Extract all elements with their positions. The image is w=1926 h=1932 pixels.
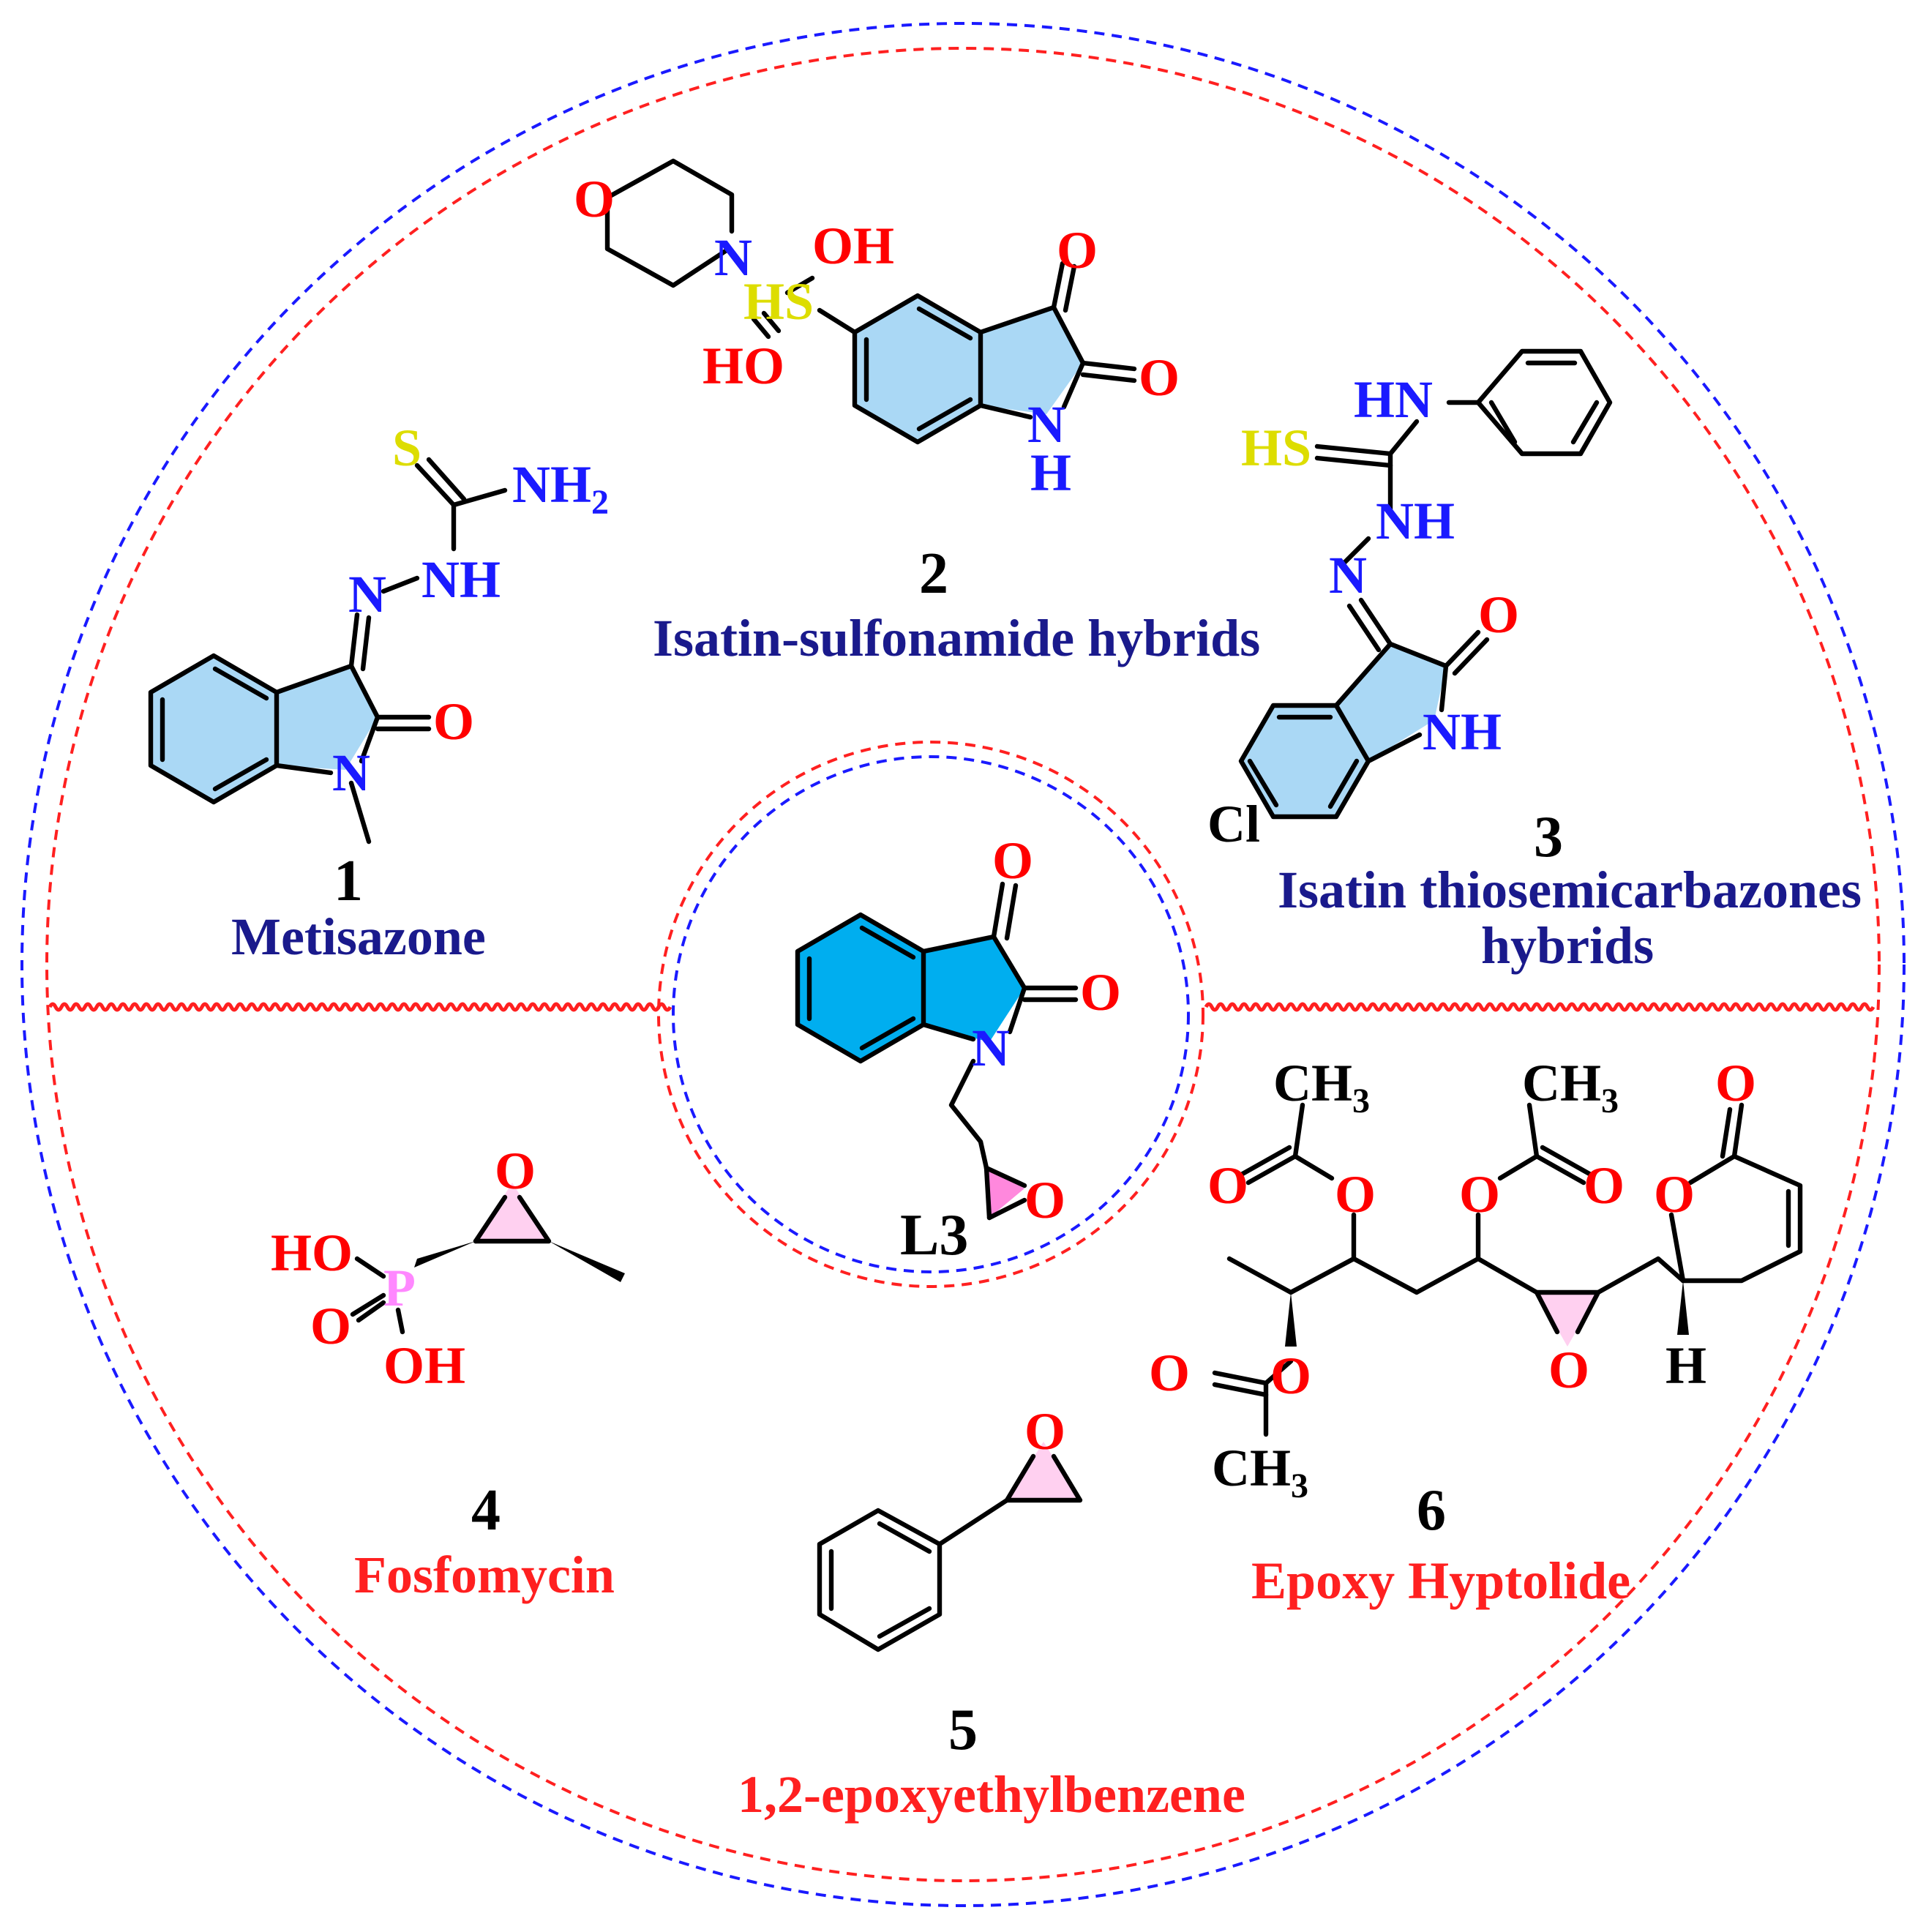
- c2-morpholine-n: N: [714, 228, 752, 287]
- c4-wedge-left: [414, 1241, 476, 1268]
- c4-ho: HO: [271, 1224, 353, 1282]
- compound-2-isatin-sulfonamide: O N HS OH HO O O N H 2 Isatin-sulfonamid…: [574, 158, 1260, 667]
- c3-chlorine: Cl: [1207, 795, 1260, 853]
- c2-ring-n: N: [1027, 395, 1065, 454]
- c5-name: 1,2-epoxyethylbenzene: [738, 1765, 1245, 1824]
- c2-morpholine-o: O: [574, 170, 615, 228]
- c5-number: 5: [948, 1698, 978, 1762]
- c4-wedge-right: [549, 1241, 625, 1282]
- center-molecule-l3: O O N O L3: [795, 831, 1121, 1268]
- c3-hn: HN: [1354, 370, 1433, 429]
- c6-name: Epoxy Hyptolide: [1251, 1551, 1630, 1610]
- c4-name: Fosfomycin: [354, 1546, 615, 1604]
- c1-sulfur: S: [392, 419, 421, 477]
- compound-5-epoxyethylbenzene: O 5 1,2-epoxyethylbenzene: [738, 1402, 1245, 1824]
- l3-oxygen-right: O: [1080, 963, 1121, 1022]
- c3-nh: NH: [1376, 492, 1455, 550]
- c2-name: Isatin-sulfonamide hybrids: [653, 609, 1260, 667]
- c4-epoxide-fill: [476, 1183, 549, 1241]
- c2-ring-h: H: [1030, 443, 1071, 502]
- c4-oh: OH: [383, 1336, 465, 1395]
- c6-wedge-stereo-right: [1677, 1281, 1689, 1335]
- compound-6-epoxy-hyptolide: CH3 CH3 O O O O O O O H O O CH3 6 Epoxy …: [1149, 1054, 1803, 1610]
- inner-dashed-rings: [657, 741, 1204, 1288]
- c6-h-stereo: H: [1665, 1336, 1706, 1395]
- c5-epoxide-fill: [1007, 1442, 1080, 1500]
- l3-epoxide-fill: [986, 1168, 1024, 1218]
- c6-oxygen-carbonyl-right: O: [1584, 1156, 1625, 1215]
- c4-number: 4: [471, 1478, 501, 1543]
- c3-benzene-fill: [1241, 705, 1368, 817]
- wavy-divider-left: [48, 1002, 672, 1012]
- c1-number: 1: [334, 849, 363, 913]
- outer-ring-blue: [20, 22, 1906, 1907]
- c6-oxygen-carbonyl-bottom: O: [1149, 1344, 1190, 1402]
- inner-ring-blue: [672, 755, 1190, 1273]
- c6-ch3-top-right: CH3: [1522, 1054, 1619, 1120]
- c6-oxygen-lactone-carbonyl: O: [1715, 1054, 1756, 1112]
- c1-benzene-fill: [151, 656, 277, 802]
- inner-ring-red: [657, 741, 1204, 1288]
- c4-phosphorus: P: [383, 1259, 416, 1317]
- c1-imine-n: N: [348, 565, 386, 624]
- c2-benzene-fill: [855, 296, 981, 442]
- c4-oxygen: O: [495, 1142, 536, 1200]
- c3-number: 3: [1534, 805, 1563, 869]
- c3-nh-ring: NH: [1423, 703, 1502, 761]
- c6-ch3-top-left: CH3: [1273, 1054, 1370, 1120]
- c6-ch3-bottom: CH3: [1212, 1439, 1308, 1505]
- l3-label: L3: [900, 1203, 968, 1268]
- l3-nitrogen: N: [972, 1019, 1010, 1077]
- c5-oxygen: O: [1024, 1402, 1065, 1461]
- c6-oxygen-ester-left: O: [1335, 1165, 1376, 1224]
- c3-name-line1: Isatin thiosemicarbazones: [1278, 861, 1862, 919]
- c4-oxygen-double: O: [310, 1297, 351, 1355]
- c3-pyrrole-fill: [1336, 644, 1446, 761]
- outer-dashed-rings: [20, 22, 1906, 1907]
- c3-imine-n: N: [1329, 546, 1367, 604]
- l3-pyrrole-fill: [923, 937, 1024, 1042]
- wavy-divider-right: [1204, 1002, 1876, 1012]
- l3-benzene-fill: [798, 915, 923, 1061]
- c6-oxygen-epoxide: O: [1548, 1341, 1589, 1399]
- c2-ho: HO: [702, 337, 784, 395]
- c1-pyrrole-fill: [277, 666, 378, 770]
- c1-name: Metisazone: [231, 907, 486, 966]
- c6-oxygen-carbonyl-left: O: [1207, 1156, 1248, 1215]
- compound-1-metisazone: S NH2 NH N O N 1 Metisazone: [148, 419, 609, 966]
- c6-oxygen-lactone-ring: O: [1654, 1165, 1695, 1224]
- c1-ring-n: N: [332, 744, 370, 802]
- c3-hs: HS: [1241, 419, 1311, 477]
- c6-wedge-stereo-left: [1285, 1292, 1297, 1347]
- c3-name-line2: hybrids: [1481, 916, 1654, 975]
- c2-number: 2: [919, 542, 948, 606]
- c2-oh: OH: [812, 217, 894, 275]
- outer-ring-red: [45, 47, 1881, 1882]
- c1-nh: NH: [421, 550, 501, 609]
- c1-nh2: NH2: [512, 455, 609, 522]
- c6-oxygen-ester-right: O: [1459, 1165, 1500, 1224]
- c2-oxygen-right: O: [1139, 348, 1180, 407]
- l3-epoxide-oxygen: O: [1024, 1171, 1065, 1229]
- c6-number: 6: [1417, 1478, 1446, 1543]
- c6-epoxide-fill: [1537, 1292, 1598, 1347]
- c2-pyrrole-fill: [981, 307, 1083, 414]
- c2-oxygen-top: O: [1057, 221, 1098, 280]
- c2-hs: HS: [743, 272, 814, 331]
- compound-3-isatin-thiosemicarbazone: HS HN NH N O NH Cl 3 Isatin thiosemicarb…: [1207, 348, 1862, 975]
- c3-oxygen: O: [1478, 585, 1519, 644]
- c6-oxygen-ester-bottom: O: [1270, 1347, 1311, 1405]
- l3-oxygen-top: O: [992, 831, 1033, 890]
- compound-4-fosfomycin: O HO P O OH 4 Fosfomycin: [271, 1142, 625, 1604]
- c1-oxygen: O: [433, 692, 474, 751]
